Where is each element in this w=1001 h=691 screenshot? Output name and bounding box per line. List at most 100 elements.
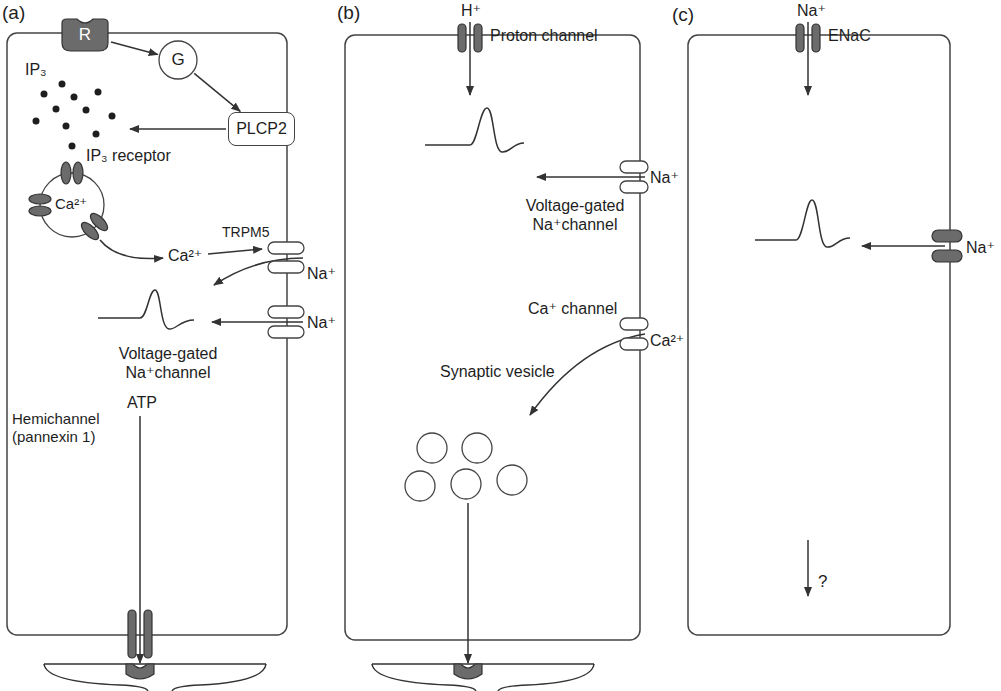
circle-shape bbox=[159, 41, 197, 79]
action-potential bbox=[755, 200, 850, 247]
sodium-channel bbox=[268, 306, 304, 318]
er-store bbox=[40, 173, 104, 237]
g-protein: G bbox=[158, 40, 198, 80]
part-label: Na⁺ bbox=[307, 264, 336, 283]
er-store bbox=[40, 173, 104, 237]
hemichannel bbox=[144, 610, 152, 658]
proton-channel bbox=[458, 24, 466, 52]
signal-arrow bbox=[807, 22, 809, 95]
part-label: Ca⁺ channel bbox=[528, 299, 617, 318]
part-label: ATP bbox=[127, 393, 157, 412]
enac-channel bbox=[796, 24, 820, 52]
cell-outline bbox=[345, 35, 640, 640]
part-label: Proton channel bbox=[490, 26, 598, 45]
ip3-receptor-symbol bbox=[79, 220, 102, 243]
proton-channel bbox=[474, 24, 482, 52]
ip3-receptor-symbol bbox=[29, 206, 51, 216]
cell-outline bbox=[688, 35, 950, 635]
action-potential bbox=[425, 108, 524, 152]
sodium-channel bbox=[620, 181, 648, 193]
part-label: Voltage-gated Na⁺channel bbox=[515, 196, 635, 234]
part-label: IP₃ receptor bbox=[86, 146, 171, 165]
sodium-channel bbox=[620, 161, 648, 193]
ip3-dots bbox=[53, 106, 60, 113]
sodium-channel bbox=[932, 250, 962, 262]
ip3-receptor-symbol bbox=[88, 211, 111, 234]
panel-label: (c) bbox=[672, 4, 694, 26]
synaptic-vesicles bbox=[405, 433, 527, 501]
action-potential bbox=[98, 290, 194, 329]
nerve-ending bbox=[44, 664, 266, 691]
signal-arrow bbox=[130, 128, 226, 130]
signal-arrow bbox=[212, 321, 303, 323]
sodium-channel bbox=[620, 161, 648, 173]
nerve-ending bbox=[372, 664, 594, 691]
receptor-shape bbox=[62, 19, 108, 51]
nerve-ending bbox=[454, 664, 482, 679]
nerve-ending bbox=[126, 664, 154, 679]
action-potential bbox=[98, 290, 194, 329]
ip3-dots bbox=[33, 81, 116, 150]
signal-arrow bbox=[537, 176, 645, 178]
trpm5-channel bbox=[268, 261, 304, 273]
sodium-channel bbox=[268, 326, 304, 338]
synaptic-vesicles bbox=[417, 433, 447, 463]
part-label: Synaptic vesicle bbox=[440, 362, 555, 381]
ip3-dots bbox=[95, 89, 102, 96]
ip3-receptor-symbol bbox=[73, 162, 83, 184]
action-potential bbox=[755, 200, 850, 247]
ip3-receptor-symbol bbox=[29, 194, 51, 204]
receptor: R bbox=[60, 18, 110, 52]
signal-arrow bbox=[214, 258, 303, 285]
calcium-channel bbox=[620, 318, 648, 350]
nerve-ending bbox=[44, 664, 266, 691]
part-label: TRPM5 bbox=[222, 224, 269, 241]
signal-arrow bbox=[807, 540, 809, 596]
action-potential bbox=[425, 108, 524, 152]
signal-arrow bbox=[862, 245, 945, 247]
part-label: ? bbox=[818, 572, 827, 592]
ip3-dots bbox=[83, 107, 90, 114]
hemichannel bbox=[128, 610, 152, 658]
synaptic-vesicles bbox=[451, 469, 481, 499]
ip3-dots bbox=[69, 143, 76, 150]
taste-cell: (b) bbox=[345, 35, 640, 640]
trpm5-channel bbox=[268, 242, 304, 254]
ip3-receptor-symbol bbox=[29, 162, 110, 242]
part-label: Na⁺ bbox=[650, 168, 679, 187]
synaptic-vesicles bbox=[462, 433, 492, 463]
cell-outline bbox=[7, 33, 287, 635]
hemichannel bbox=[128, 610, 136, 658]
calcium-channel bbox=[620, 338, 648, 350]
calcium-channel bbox=[620, 318, 648, 330]
signal-arrow bbox=[100, 129, 303, 663]
node-label: PLCP2 bbox=[236, 120, 287, 138]
ip3-dots bbox=[33, 118, 40, 125]
node-label: R bbox=[79, 25, 91, 45]
panel-label: (a) bbox=[2, 2, 25, 24]
ip3-dots bbox=[63, 123, 70, 130]
part-label: Na⁺ bbox=[307, 313, 336, 332]
part-label: Ca²⁺ bbox=[55, 195, 87, 213]
signal-arrow bbox=[100, 240, 163, 259]
taste-cell: (a)RGPLCP2 bbox=[7, 33, 287, 635]
part-label: Ca²⁺ bbox=[168, 246, 202, 265]
enzyme-box: PLCP2 bbox=[228, 112, 295, 146]
synaptic-vesicles bbox=[405, 471, 435, 501]
synaptic-vesicles bbox=[497, 465, 527, 495]
signal-arrow bbox=[467, 503, 469, 663]
enac-channel bbox=[796, 24, 804, 52]
signal-arrow bbox=[139, 416, 141, 663]
ip3-dots bbox=[59, 81, 66, 88]
part-label: ENaC bbox=[828, 26, 871, 45]
part-label: H⁺ bbox=[461, 1, 481, 20]
connector-arrow bbox=[111, 42, 158, 55]
part-label: Na⁺ bbox=[797, 1, 826, 20]
signal-arrow bbox=[469, 22, 471, 95]
sodium-channel bbox=[268, 306, 304, 338]
signal-arrow bbox=[208, 249, 262, 254]
part-label: Voltage-gated Na⁺channel bbox=[108, 344, 228, 382]
panel-label: (b) bbox=[337, 2, 360, 24]
taste-cell: (c) bbox=[688, 35, 950, 635]
connector-arrow bbox=[194, 73, 240, 111]
